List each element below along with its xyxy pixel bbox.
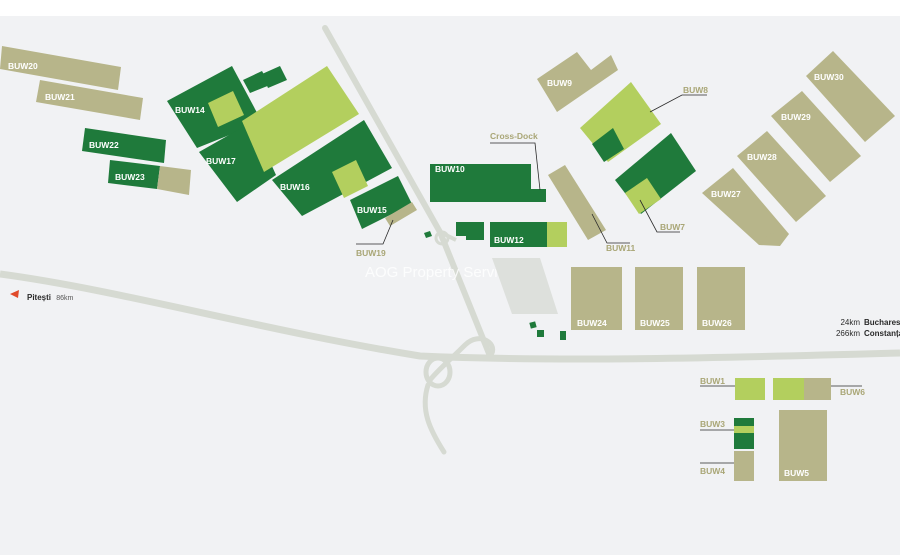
svg-text:BUW9: BUW9 xyxy=(547,78,572,88)
direction-bucharest: 24km Bucharest xyxy=(840,318,900,327)
pitesti-distance: 86km xyxy=(56,295,73,302)
building-buw24[interactable]: BUW24 xyxy=(571,267,622,330)
building-buw14[interactable]: BUW14 xyxy=(167,66,287,148)
building-buw5[interactable]: BUW5 xyxy=(779,410,827,481)
building-buw28[interactable]: BUW28 xyxy=(737,131,826,222)
building-buw8[interactable]: BUW8 xyxy=(580,82,708,162)
building-buw1[interactable]: BUW1 xyxy=(700,376,765,400)
svg-text:BUW3: BUW3 xyxy=(700,419,725,429)
interchange-ring xyxy=(423,355,453,389)
building-buw17[interactable]: BUW17 xyxy=(199,66,359,202)
top-margin xyxy=(0,0,900,16)
bucharest-name: Bucharest xyxy=(864,318,900,327)
building-buw19[interactable]: BUW19 xyxy=(356,202,417,258)
watermark-text: AOG Property Services xyxy=(365,264,521,281)
svg-text:BUW29: BUW29 xyxy=(781,112,811,122)
road-network xyxy=(0,25,900,455)
building-buw23[interactable]: BUW23 xyxy=(108,160,191,195)
building-buw11[interactable]: BUW11 xyxy=(548,165,636,253)
building-buw4[interactable]: BUW4 xyxy=(700,451,754,481)
svg-text:BUW8: BUW8 xyxy=(683,85,708,95)
svg-text:BUW19: BUW19 xyxy=(356,248,386,258)
svg-text:BUW17: BUW17 xyxy=(206,156,236,166)
building-buw20[interactable]: BUW20 xyxy=(0,46,121,90)
small-structures-yard xyxy=(529,321,566,340)
svg-text:BUW28: BUW28 xyxy=(747,152,777,162)
svg-text:BUW27: BUW27 xyxy=(711,189,741,199)
motorway xyxy=(0,270,900,363)
svg-text:BUW7: BUW7 xyxy=(660,222,685,232)
svg-text:BUW16: BUW16 xyxy=(280,182,310,192)
building-buw16[interactable]: BUW16 xyxy=(272,120,392,216)
direction-constanta: 266km Constanța xyxy=(836,329,900,338)
svg-text:Cross-Dock: Cross-Dock xyxy=(490,131,538,141)
svg-text:BUW30: BUW30 xyxy=(814,72,844,82)
svg-text:BUW22: BUW22 xyxy=(89,140,119,150)
label-cross-dock[interactable]: Cross-Dock xyxy=(490,131,541,191)
svg-text:BUW15: BUW15 xyxy=(357,205,387,215)
building-buw15[interactable]: BUW15 xyxy=(350,176,412,229)
building-buw27[interactable]: BUW27 xyxy=(702,168,789,246)
small-structure xyxy=(424,231,432,238)
building-buw25[interactable]: BUW25 xyxy=(635,267,683,330)
constanta-distance: 266km xyxy=(836,329,860,338)
svg-text:BUW12: BUW12 xyxy=(494,235,524,245)
svg-text:BUW6: BUW6 xyxy=(840,387,865,397)
building-buw22[interactable]: BUW22 xyxy=(82,128,166,163)
svg-text:BUW1: BUW1 xyxy=(700,376,725,386)
svg-text:BUW21: BUW21 xyxy=(45,92,75,102)
svg-text:BUW5: BUW5 xyxy=(784,468,809,478)
building-buw7[interactable]: BUW7 xyxy=(615,133,696,233)
svg-text:BUW14: BUW14 xyxy=(175,105,205,115)
interchange-loop xyxy=(428,336,495,382)
roundabout xyxy=(434,230,450,246)
south-road xyxy=(422,382,447,455)
building-buw26[interactable]: BUW26 xyxy=(697,267,745,330)
svg-text:BUW23: BUW23 xyxy=(115,172,145,182)
building-buw12[interactable]: BUW12 xyxy=(456,222,567,247)
building-buw30[interactable]: BUW30 xyxy=(806,51,895,142)
building-buw10[interactable]: BUW10 xyxy=(430,164,546,202)
svg-text:BUW25: BUW25 xyxy=(640,318,670,328)
building-buw9[interactable]: BUW9 xyxy=(537,52,618,112)
svg-text:BUW10: BUW10 xyxy=(435,164,465,174)
paved-yard xyxy=(492,258,558,314)
arrow-left-icon xyxy=(10,290,19,298)
svg-text:BUW26: BUW26 xyxy=(702,318,732,328)
svg-text:BUW11: BUW11 xyxy=(606,243,636,253)
building-buw6[interactable]: BUW6 xyxy=(773,378,865,400)
building-buw3[interactable]: BUW3 xyxy=(700,418,754,449)
svg-text:BUW20: BUW20 xyxy=(8,61,38,71)
bucharest-distance: 24km xyxy=(840,318,860,327)
svg-text:Pitești 86km: Pitești 86km xyxy=(27,293,74,302)
pitesti-name: Pitești xyxy=(27,293,51,302)
constanta-name: Constanța xyxy=(864,329,900,338)
building-buw29[interactable]: BUW29 xyxy=(771,91,861,182)
svg-text:BUW24: BUW24 xyxy=(577,318,607,328)
direction-pitesti: Pitești 86km xyxy=(10,290,74,302)
svg-text:BUW4: BUW4 xyxy=(700,466,725,476)
building-buw21[interactable]: BUW21 xyxy=(36,80,143,120)
